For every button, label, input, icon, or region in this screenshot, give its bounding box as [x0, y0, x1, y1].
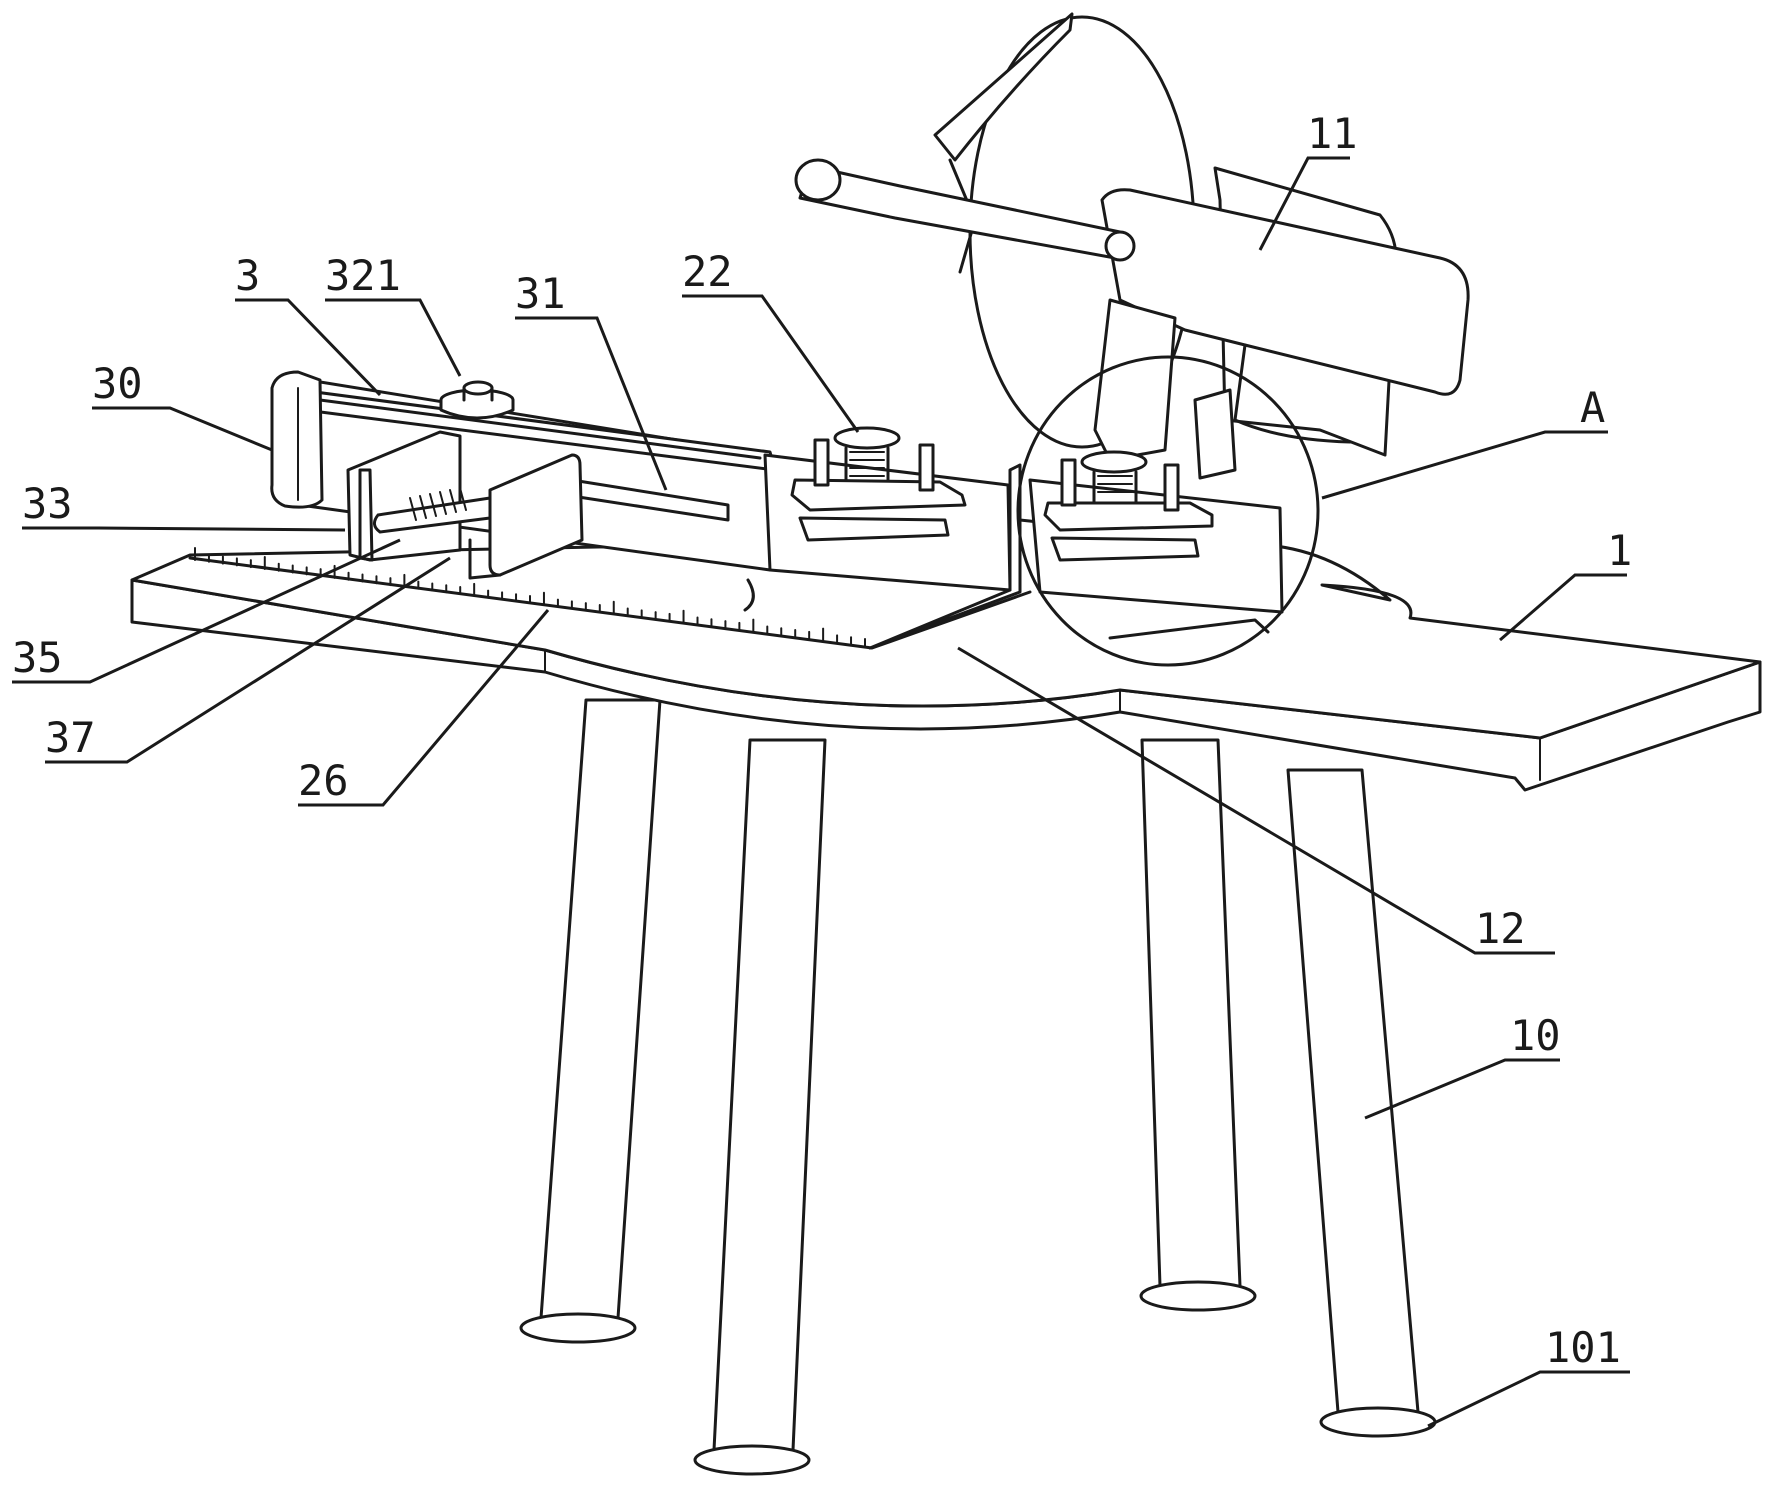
label-10: 10 — [1510, 1011, 1561, 1060]
scale-ruler — [188, 463, 1032, 650]
label-a: A — [1580, 383, 1605, 432]
label-3: 3 — [235, 251, 260, 300]
leader-lines — [12, 156, 1630, 1428]
label-26: 26 — [298, 756, 349, 805]
label-33: 33 — [22, 479, 73, 528]
saw-assembly — [794, 12, 1470, 480]
tabletop — [130, 518, 1762, 792]
label-37: 37 — [45, 713, 96, 762]
label-1: 1 — [1607, 526, 1632, 575]
label-30: 30 — [92, 359, 143, 408]
clamp-slider — [346, 430, 584, 580]
label-101: 101 — [1545, 1323, 1621, 1372]
label-22: 22 — [682, 247, 733, 296]
label-12: 12 — [1475, 904, 1526, 953]
label-31: 31 — [515, 269, 566, 318]
label-11: 11 — [1307, 109, 1358, 158]
reference-labels: 11 321 3 31 22 30 A 33 1 35 37 26 12 10 … — [12, 109, 1632, 1372]
adjust-knob-321 — [439, 380, 515, 420]
clamp-detail-a — [1016, 355, 1320, 667]
label-35: 35 — [12, 633, 63, 682]
label-321: 321 — [325, 251, 401, 300]
clamp-22 — [743, 426, 1012, 612]
table-legs — [519, 698, 1437, 1476]
